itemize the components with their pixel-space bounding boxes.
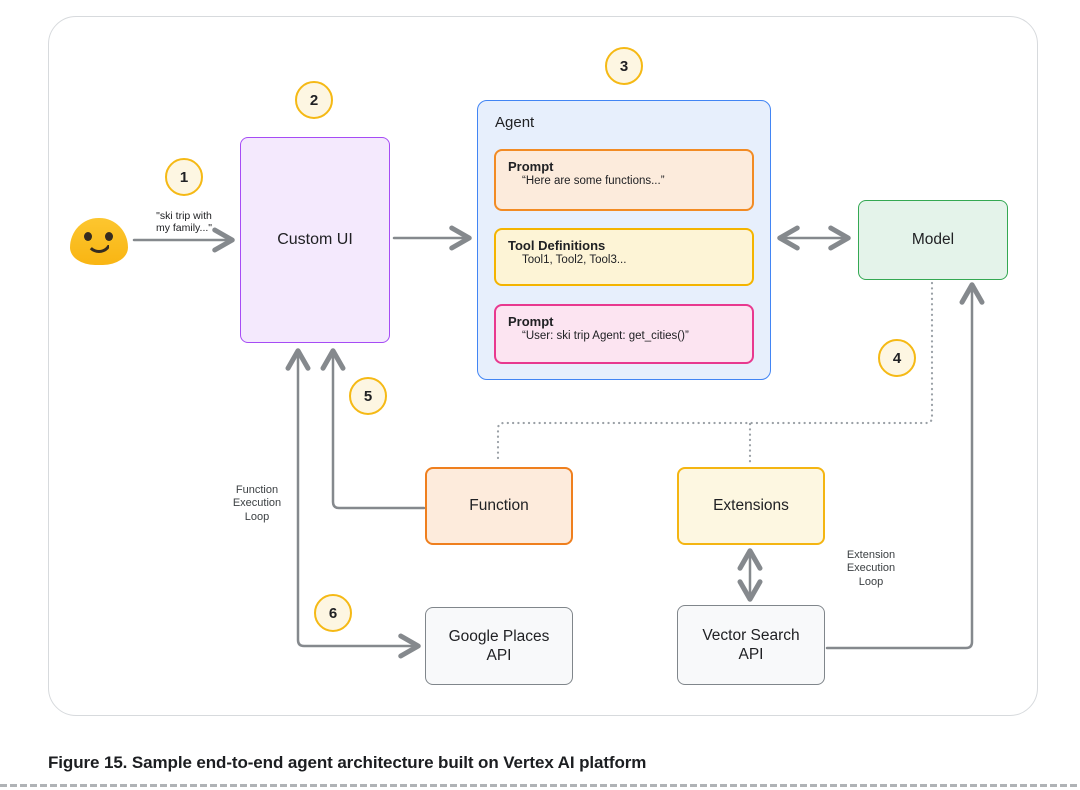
google-places-api-label: Google Places API: [448, 627, 550, 664]
vector-search-api-label: Vector Search API: [702, 626, 800, 663]
step-badge-6: 6: [314, 594, 352, 632]
user-query-label: "ski trip with my family...": [155, 210, 213, 235]
step-badge-2: 2: [295, 81, 333, 119]
figure-caption: Figure 15. Sample end-to-end agent archi…: [48, 753, 647, 772]
agent-tool-definitions-box: Tool Definitions Tool1, Tool2, Tool3...: [494, 228, 754, 286]
step-badge-5: 5: [349, 377, 387, 415]
step-badge-1: 1: [165, 158, 203, 196]
node-google-places-api: Google Places API: [425, 607, 573, 685]
tool-definitions-text: Tool1, Tool2, Tool3...: [522, 254, 627, 266]
step-badge-4: 4: [878, 339, 916, 377]
step-badge-3: 3: [605, 47, 643, 85]
prompt-functions-text: “Here are some functions...”: [522, 175, 665, 187]
agent-prompt-conversation-box: Prompt “User: ski trip Agent: get_cities…: [494, 304, 754, 364]
agent-prompt-functions-box: Prompt “Here are some functions...”: [494, 149, 754, 211]
extensions-label: Extensions: [713, 497, 789, 515]
node-function: Function: [425, 467, 573, 545]
emoji-right-eye: [105, 232, 113, 241]
function-execution-loop-label: Function Execution Loop: [232, 484, 282, 523]
dotted-model-to-function: [496, 281, 934, 465]
node-model: Model: [858, 200, 1008, 280]
emoji-smile: [86, 238, 112, 253]
bottom-dashed-divider: [0, 784, 1080, 787]
node-agent: Agent Prompt “Here are some functions...…: [477, 100, 771, 380]
arrow-custom-ui-google-places-loop: [285, 348, 421, 659]
extension-execution-loop-label: Extension Execution Loop: [846, 549, 896, 588]
arrow-function-to-custom-ui: [320, 348, 426, 510]
custom-ui-label: Custom UI: [277, 231, 353, 248]
node-vector-search-api: Vector Search API: [677, 605, 825, 685]
model-label: Model: [911, 231, 955, 249]
node-custom-ui: Custom UI: [240, 137, 390, 343]
function-label: Function: [469, 497, 529, 515]
arrow-vector-search-to-model: [825, 282, 985, 650]
prompt-conversation-title: Prompt: [508, 314, 554, 329]
emoji-left-eye: [84, 232, 92, 241]
user-emoji-icon: [70, 218, 128, 265]
tool-definitions-title: Tool Definitions: [508, 238, 606, 253]
node-extensions: Extensions: [677, 467, 825, 545]
prompt-conversation-text: “User: ski trip Agent: get_cities()”: [522, 330, 689, 342]
agent-title: Agent: [495, 114, 535, 131]
prompt-functions-title: Prompt: [508, 159, 554, 174]
